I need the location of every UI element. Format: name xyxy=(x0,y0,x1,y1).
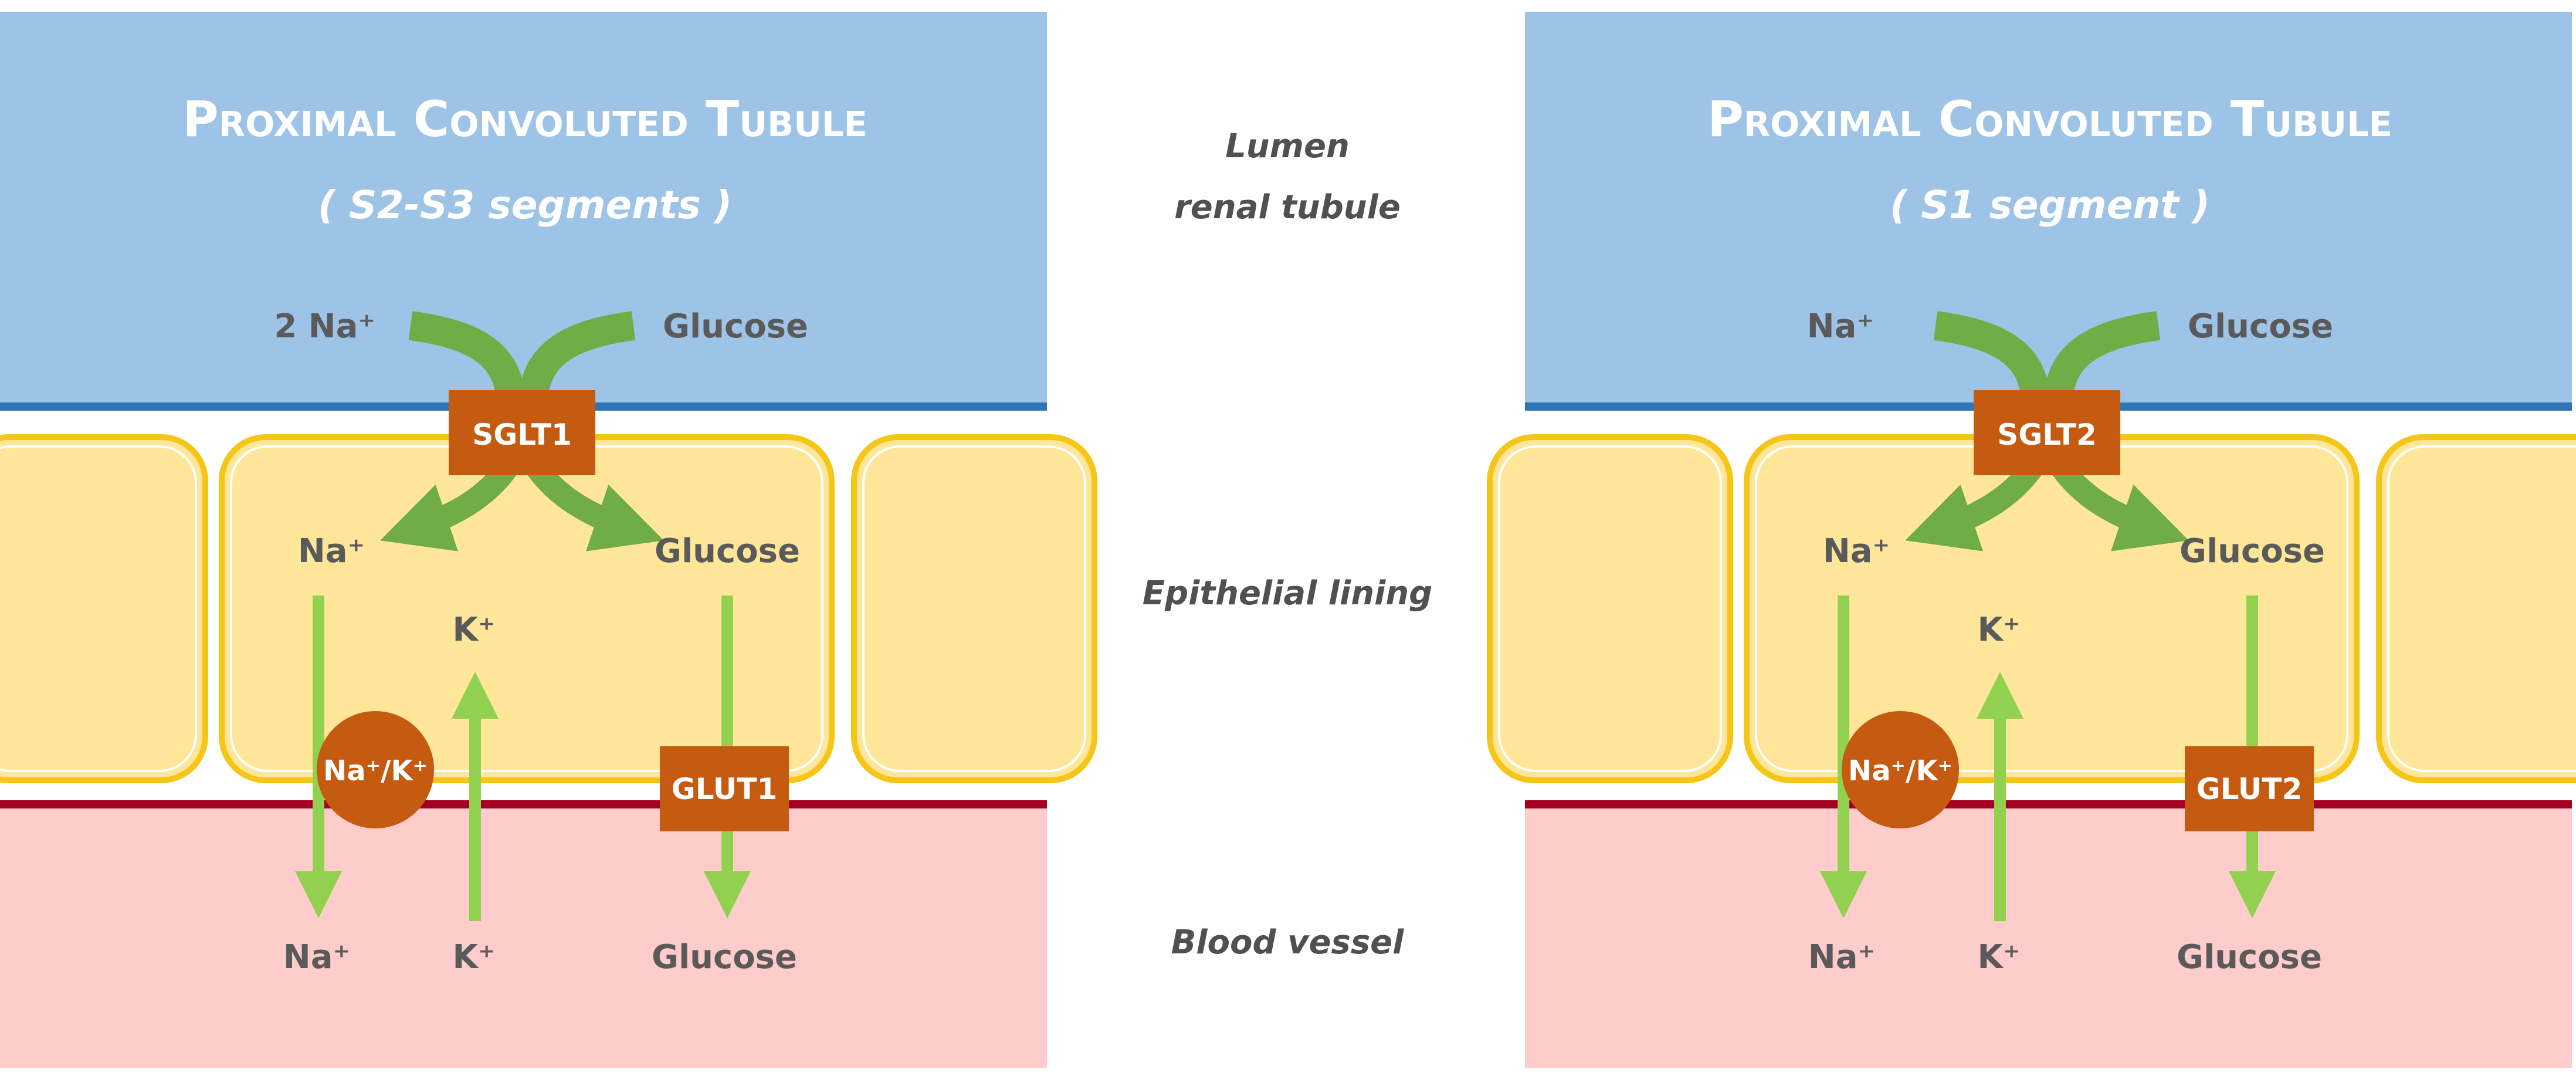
cell-glucose-label: Glucose xyxy=(2180,532,2325,570)
epithelial-region-label: Epithelial lining xyxy=(1143,574,1432,613)
cell-glucose-label: Glucose xyxy=(655,532,800,570)
panel-subtitle: ( S1 segment ) xyxy=(1890,182,2210,228)
blood-region-label: Blood vessel xyxy=(1171,923,1405,962)
blood-sodium-label: Na⁺ xyxy=(283,938,350,976)
lumen-glucose-label: Glucose xyxy=(663,307,808,346)
cotransporter-label: SGLT2 xyxy=(1997,418,2097,452)
cell-sodium-label: Na⁺ xyxy=(298,532,365,570)
glut-label: GLUT2 xyxy=(2197,772,2303,806)
glucose-release-arrow xyxy=(524,456,664,551)
glut-box xyxy=(2185,746,2314,831)
panel-title: Proximal Convoluted Tubule xyxy=(182,90,867,148)
sodium-potassium-pump xyxy=(317,711,434,828)
epithelial-cell-right xyxy=(2376,434,2576,783)
cell-potassium-label: K⁺ xyxy=(1978,611,2021,649)
cotransporter-label: SGLT1 xyxy=(472,418,572,452)
lumen-region-label-line2: renal tubule xyxy=(1174,188,1401,226)
lumen-region xyxy=(1525,12,2572,405)
lumen-region xyxy=(0,12,1047,405)
pump-label: Na⁺/K⁺ xyxy=(323,754,428,787)
cotransporter-box xyxy=(1974,390,2120,475)
sodium-release-arrow xyxy=(380,456,520,551)
blood-membrane xyxy=(0,800,1047,808)
epithelial-cell-left xyxy=(0,434,208,783)
cell-potassium-label: K⁺ xyxy=(453,611,496,649)
sodium-potassium-pump xyxy=(1842,711,1959,828)
lumen-sodium-label: 2 Na⁺ xyxy=(274,307,375,346)
cell-sodium-label: Na⁺ xyxy=(1823,532,1890,570)
blood-potassium-label: K⁺ xyxy=(453,938,496,976)
lumen-glucose-label: Glucose xyxy=(2188,307,2333,346)
glut-box xyxy=(660,746,789,831)
cotransporter-box xyxy=(449,390,595,475)
epithelial-cell-right xyxy=(851,434,1097,783)
glut-label: GLUT1 xyxy=(672,772,778,806)
region-labels: Lumen renal tubule Epithelial lining Blo… xyxy=(1143,127,1432,962)
panel-s2-s3: Proximal Convoluted Tubule ( S2-S3 segme… xyxy=(0,12,1097,1068)
lumen-sodium-label: Na⁺ xyxy=(1807,307,1874,346)
blood-potassium-label: K⁺ xyxy=(1978,938,2021,976)
panel-subtitle: ( S2-S3 segments ) xyxy=(318,182,732,228)
blood-region xyxy=(1525,807,2572,1068)
epithelial-cell-center xyxy=(1744,434,2360,783)
panel-title: Proximal Convoluted Tubule xyxy=(1707,90,2392,148)
glucose-release-arrow xyxy=(2049,456,2189,551)
pump-label: Na⁺/K⁺ xyxy=(1848,754,1953,787)
blood-sodium-label: Na⁺ xyxy=(1808,938,1875,976)
blood-region xyxy=(0,807,1047,1068)
blood-glucose-label: Glucose xyxy=(2177,938,2322,976)
blood-membrane xyxy=(1525,800,2572,808)
panel-s1: Proximal Convoluted Tubule ( S1 segment … xyxy=(1487,12,2576,1068)
lumen-region-label-line1: Lumen xyxy=(1225,127,1350,165)
sodium-release-arrow xyxy=(1905,456,2045,551)
blood-glucose-label: Glucose xyxy=(652,938,797,976)
epithelial-cell-left xyxy=(1487,434,1733,783)
